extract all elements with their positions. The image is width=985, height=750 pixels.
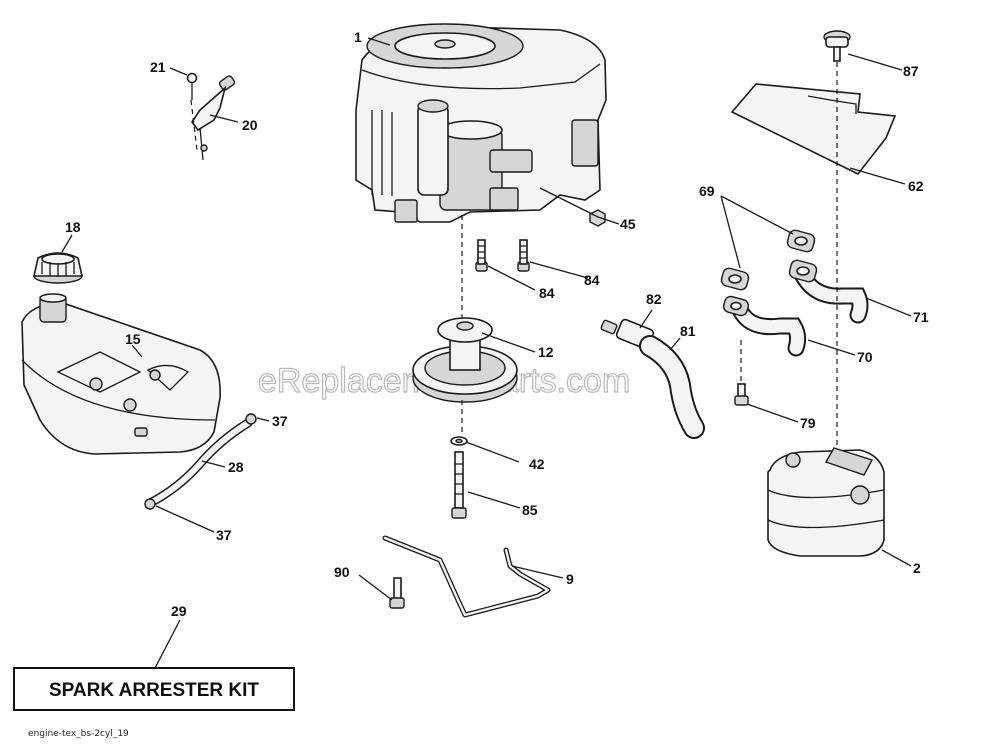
callouts: 1 21 20 18 15 37 28 37 29 45 84 84 12 42… [65,29,929,619]
callout-28: 28 [228,459,244,475]
leader-lines [61,37,912,669]
callout-9: 9 [566,571,574,587]
spark-arrester-kit-box: SPARK ARRESTER KIT [13,667,295,711]
choke-cable-part [186,72,236,161]
callout-37-upper: 37 [272,413,288,429]
callout-69: 69 [699,183,715,199]
fuel-cap-part [33,252,83,284]
callout-45: 45 [620,216,636,232]
callout-37-lower: 37 [216,527,232,543]
heat-shield-part [730,30,897,176]
callout-71: 71 [913,309,929,325]
callout-62: 62 [908,178,924,194]
callout-90: 90 [334,564,350,580]
muffler-part [767,447,885,557]
fuel-line-part [144,413,257,510]
callout-85: 85 [522,502,538,518]
diagram-code: engine-tex_bs-2cyl_19 [28,729,129,739]
drain-valve-part [600,318,705,439]
callout-1: 1 [354,29,362,45]
callout-84-left: 84 [539,285,555,301]
callout-18: 18 [65,219,81,235]
fuel-tank-part [21,293,221,455]
callout-79: 79 [800,415,816,431]
callout-84-right: 84 [584,272,600,288]
nut-45-part [589,209,606,227]
callout-82: 82 [646,291,662,307]
callout-70: 70 [857,349,873,365]
exhaust-parts [720,229,869,406]
callout-2: 2 [913,560,921,576]
callout-29: 29 [171,603,187,619]
engine-part [355,23,607,223]
callout-20: 20 [242,117,258,133]
washer-bolt-parts [450,436,468,519]
callout-87: 87 [903,63,919,79]
callout-12: 12 [538,344,554,360]
callout-15: 15 [125,331,141,347]
callout-21: 21 [150,59,166,75]
bracket-part [382,535,551,618]
spark-arrester-kit-label: SPARK ARRESTER KIT [49,680,259,701]
bolt-84-parts [475,239,530,272]
callout-42: 42 [529,456,545,472]
pulley-part [412,317,518,403]
callout-81: 81 [680,323,696,339]
